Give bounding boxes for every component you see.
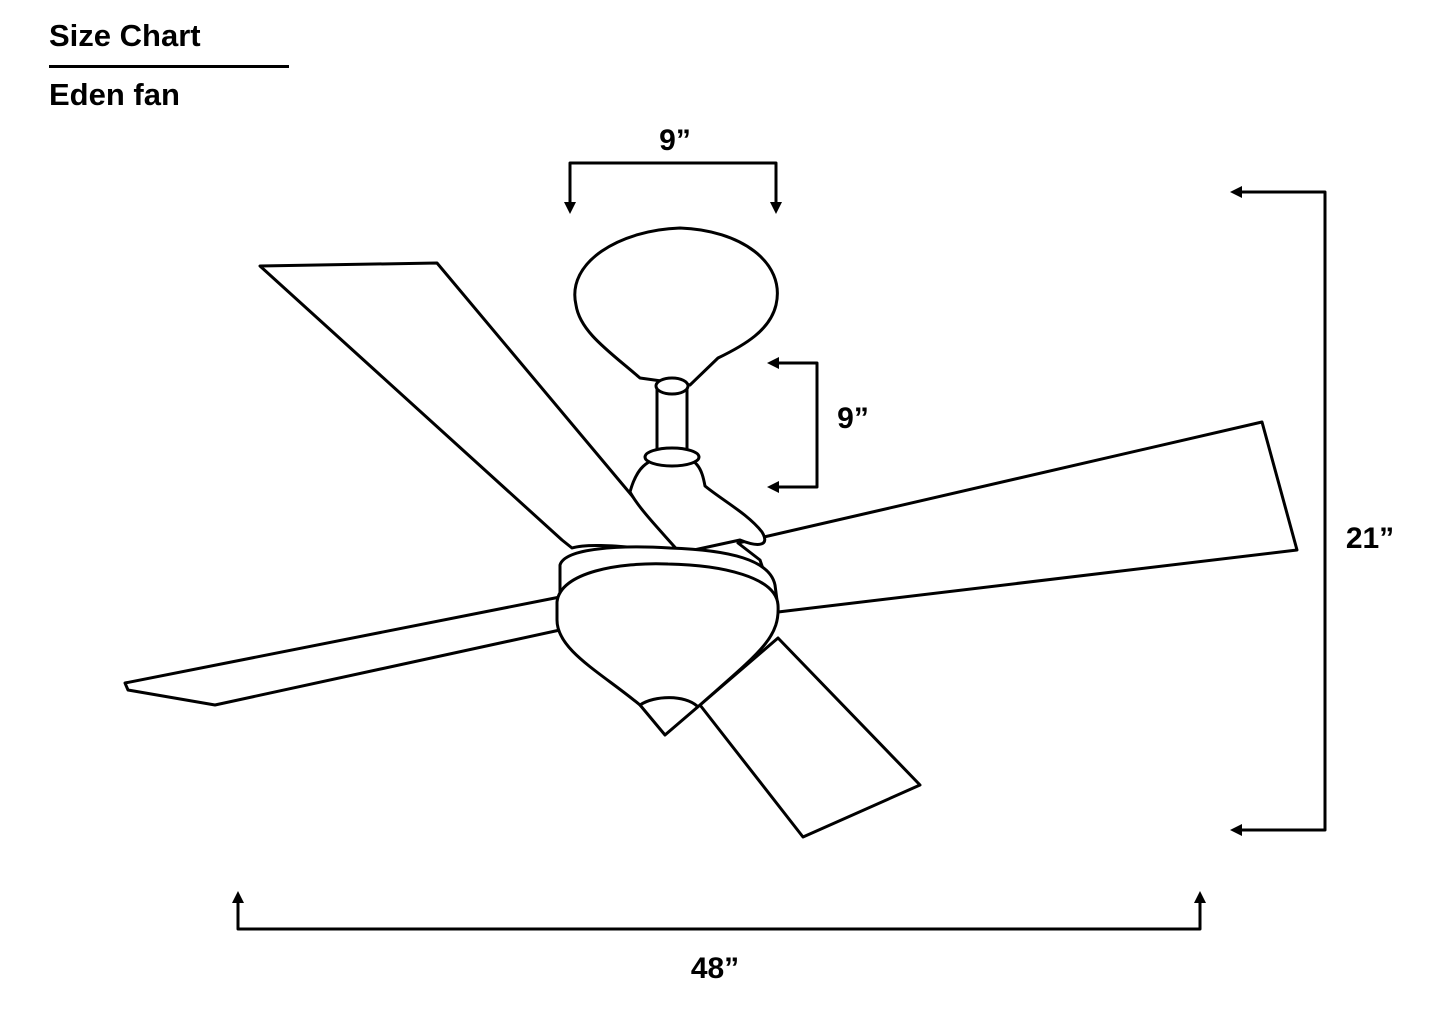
product-name: Eden fan <box>49 77 180 112</box>
blade-left <box>123 595 562 707</box>
blade-span-label: 48” <box>690 952 740 985</box>
canopy-width-label: 9” <box>659 124 691 157</box>
canopy <box>573 226 779 387</box>
overall-height-label: 21” <box>1345 522 1395 555</box>
height-bracket <box>1230 186 1327 836</box>
downrod-cap <box>654 376 690 396</box>
downrod-bracket <box>767 357 819 493</box>
chart-title: Size Chart <box>49 18 201 53</box>
downrod-length-label: 9” <box>837 402 869 435</box>
title-divider <box>49 65 289 68</box>
blade-right <box>736 420 1299 614</box>
canopy-width-bracket <box>564 161 782 214</box>
downrod <box>655 383 689 455</box>
span-bracket <box>232 891 1206 931</box>
light-lens <box>638 696 699 708</box>
housing-collar <box>643 446 701 468</box>
light-bowl <box>555 562 780 737</box>
